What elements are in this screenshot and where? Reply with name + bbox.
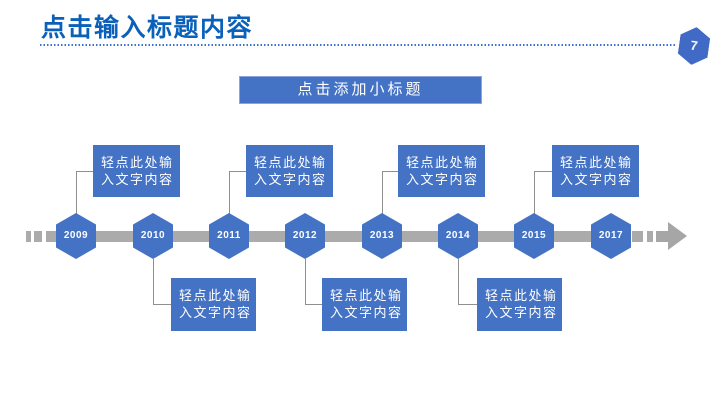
timeline-bar <box>57 231 631 242</box>
year-hexagon-2011[interactable]: 2011 <box>209 213 249 259</box>
connector-2013 <box>382 171 399 216</box>
year-hexagon-2014[interactable]: 2014 <box>438 213 478 259</box>
text-box-2014[interactable]: 轻点此处输入文字内容 <box>477 278 562 331</box>
page-number-badge: 7 <box>677 25 712 67</box>
timeline-dash <box>46 231 57 242</box>
timeline-dash <box>26 231 31 242</box>
text-box-2012[interactable]: 轻点此处输入文字内容 <box>322 278 407 331</box>
connector-2011 <box>229 171 247 216</box>
text-box-2013[interactable]: 轻点此处输入文字内容 <box>398 145 485 197</box>
timeline-arrow-tail <box>656 231 668 242</box>
connector-2014 <box>458 259 478 305</box>
year-hexagon-2017[interactable]: 2017 <box>591 213 631 259</box>
connector-2010 <box>153 259 172 305</box>
connector-2012 <box>305 259 323 305</box>
timeline-arrow-icon <box>668 222 687 250</box>
year-hexagon-2010[interactable]: 2010 <box>133 213 173 259</box>
timeline-dash <box>632 231 643 242</box>
timeline-dash <box>647 231 653 242</box>
year-hexagon-2009[interactable]: 2009 <box>56 213 96 259</box>
page-title[interactable]: 点击输入标题内容 <box>41 14 254 42</box>
text-box-2009[interactable]: 轻点此处输入文字内容 <box>93 145 180 197</box>
connector-2009 <box>76 171 94 216</box>
year-hexagon-2013[interactable]: 2013 <box>362 213 402 259</box>
text-box-2011[interactable]: 轻点此处输入文字内容 <box>246 145 333 197</box>
text-box-2010[interactable]: 轻点此处输入文字内容 <box>171 278 256 331</box>
title-underline-dotted <box>40 44 676 46</box>
connector-2015 <box>534 171 553 216</box>
year-hexagon-2012[interactable]: 2012 <box>285 213 325 259</box>
text-box-2015[interactable]: 轻点此处输入文字内容 <box>552 145 639 197</box>
year-hexagon-2015[interactable]: 2015 <box>514 213 554 259</box>
subtitle-placeholder[interactable]: 点击添加小标题 <box>239 76 482 104</box>
timeline-dash <box>34 231 42 242</box>
